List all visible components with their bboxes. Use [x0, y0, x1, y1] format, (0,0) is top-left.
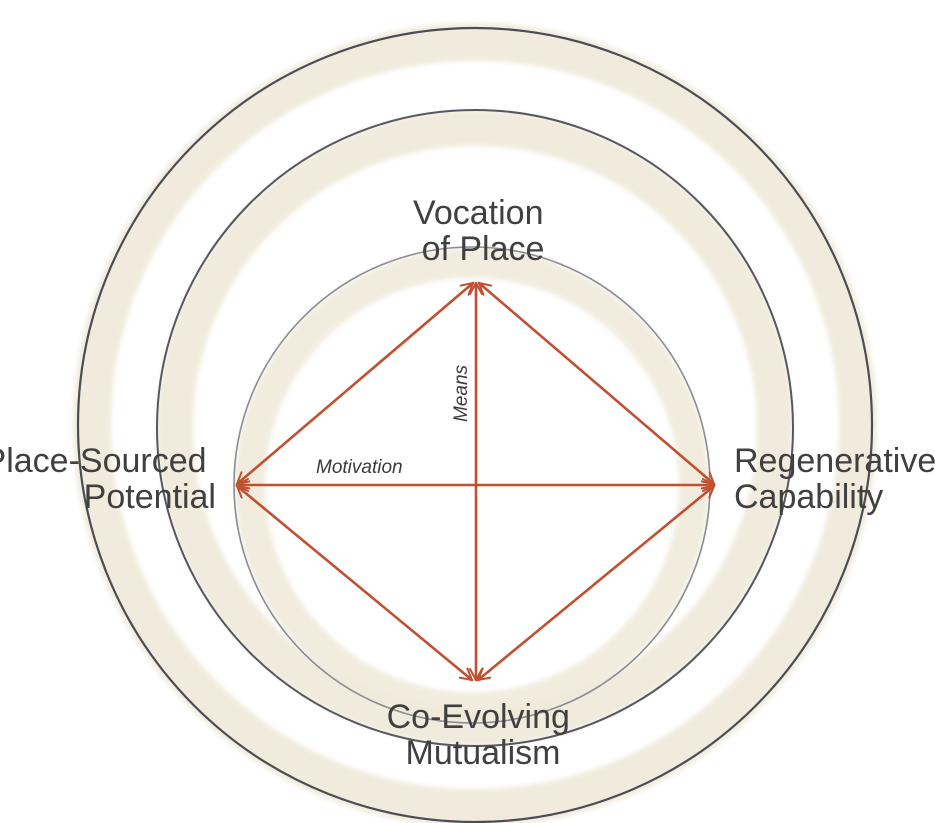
- arrows: [235, 281, 716, 682]
- arrow-top-right: [477, 281, 716, 486]
- label-means: Means: [451, 364, 472, 422]
- middle-ring: [156, 109, 794, 747]
- label-motivation: Motivation: [316, 457, 403, 478]
- node-regenerative-capability: Regenerative Capability: [734, 442, 935, 516]
- arrow-left-bottom: [235, 484, 474, 682]
- outer-ring: [73, 23, 877, 823]
- node-co-evolving-mutualism: Co-Evolving Mutualism: [387, 698, 580, 772]
- node-place-sourced-potential: Place-Sourced Potential: [0, 442, 216, 516]
- node-vocation-of-place: Vocation of Place: [413, 194, 553, 268]
- arrow-top-left: [235, 281, 475, 486]
- arrow-right-bottom: [476, 484, 716, 682]
